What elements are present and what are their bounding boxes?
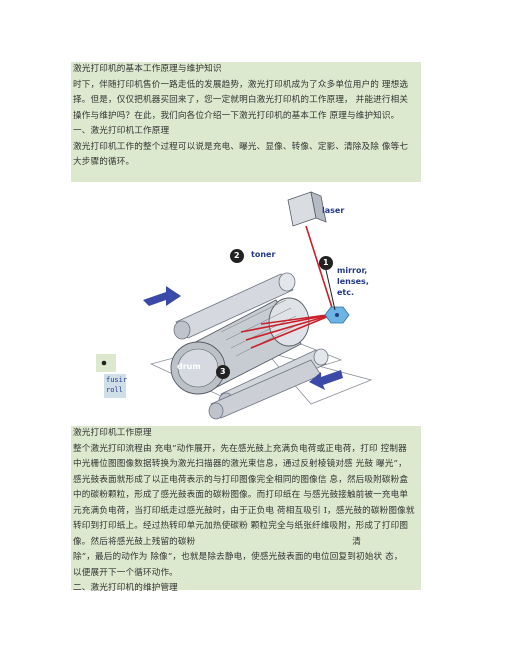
paragraph-line: 像。然后将感光鼓上残留的碳粉 清 <box>71 535 421 551</box>
paper-out-arrow <box>309 370 343 390</box>
step-2-marker <box>230 249 244 263</box>
paragraph-line: 时下，伴随打印机售价一路走低的发展趋势，激光打印机成为了众多单位用户的 理想选 <box>73 79 409 90</box>
drum-label: drum <box>177 362 201 371</box>
laser-beams <box>240 225 335 349</box>
paragraph-line: 激光打印机工作的整个过程可以说是充电、曝光、显像、转像、定影、清除及除 像等七 <box>73 141 409 152</box>
toner-label: toner <box>251 250 276 259</box>
step-3-marker <box>216 365 230 379</box>
fuser-label-1: fusir <box>106 376 128 384</box>
toner-roller <box>173 272 296 340</box>
step-1-marker <box>319 256 333 270</box>
paragraph-line: 择。但是，仅仅把机器买回来了，您一定就明白激光打印机的工作原理， 并能进行相关 <box>73 95 409 105</box>
paper-in-arrow <box>143 286 181 306</box>
laser-unit <box>287 191 327 227</box>
paragraph-line: 以便展开下一个循环动作。 <box>73 567 178 578</box>
fuser-roller <box>208 348 329 420</box>
paragraph-line: 中的碳粉颗粒，形成了感光鼓表面的碳粉图像。而打印纸在 与感光鼓接触前被一充电单 <box>73 490 409 500</box>
section-title: 激光打印机的基本工作原理与维护知识 <box>73 64 222 74</box>
paragraph-end-char: 清 <box>352 536 361 547</box>
subheading: 二、激光打印机的维护管理 <box>73 583 178 593</box>
paragraph-line: 操作与维护吗？在此，我们向各位介绍一下激光打印机的基本工作 原理与维护知识。 <box>73 110 400 121</box>
section-intro: 激光打印机的基本工作原理与维护知识 时下，伴随打印机售价一路走低的发展趋势，激光… <box>71 62 421 182</box>
mirror-label: mirror, <box>337 266 368 275</box>
section-title: 激光打印机工作原理 <box>73 428 152 438</box>
step-1-number: 1 <box>323 258 329 267</box>
paragraph-line: 整个激光打印流程由 充电”动作展开，先在感光鼓上充满负电荷或正电荷，打印 控制器 <box>73 443 407 454</box>
subheading: 一、激光打印机工作原理 <box>73 126 170 136</box>
paragraph-line: 元充满负电荷，当打印纸走过感光鼓时，由于正负电 荷相互吸引 I，感光鼓的碳粉图像… <box>73 505 415 516</box>
paragraph-line: 转印到打印纸上。经过热转印单元加热使碳粉 颗粒完全与纸张纤维吸附，形成了打印图 <box>73 521 409 531</box>
paragraph-line: 除”，最后的动作为 除像”，也就是除去静电，使感光鼓表面的电位回复到初始状 态， <box>73 552 403 562</box>
etc-label: etc. <box>337 288 355 297</box>
fuser-label-bg <box>104 374 126 398</box>
step-3-number: 3 <box>220 367 226 376</box>
printer-illustration <box>96 191 373 420</box>
laser-label: laser <box>322 206 345 215</box>
laser-printer-diagram: laser toner mirror, lenses, etc. drum fu… <box>71 182 421 426</box>
paragraph-line: 感光鼓表面就形成了以正电荷表示的与打印图像完全相同的图像信 息，然后吸附碳粉盒 <box>73 474 409 485</box>
lenses-label: lenses, <box>337 277 369 286</box>
fuser-label-2: roll <box>106 386 123 394</box>
paragraph-line: 大步骤的循环。 <box>73 157 135 167</box>
section-principle: 激光打印机工作原理 整个激光打印流程由 充电”动作展开，先在感光鼓上充满负电荷或… <box>71 426 421 593</box>
bullet-dot <box>101 360 107 366</box>
step-2-number: 2 <box>234 251 240 260</box>
paragraph-line: 中光栅位图图像数据转换为激光扫描器的激光束信息，通过反射棱镜对感 光鼓 曝光”， <box>73 459 407 469</box>
paragraph-text: 像。然后将感光鼓上残留的碳粉 <box>73 536 196 547</box>
